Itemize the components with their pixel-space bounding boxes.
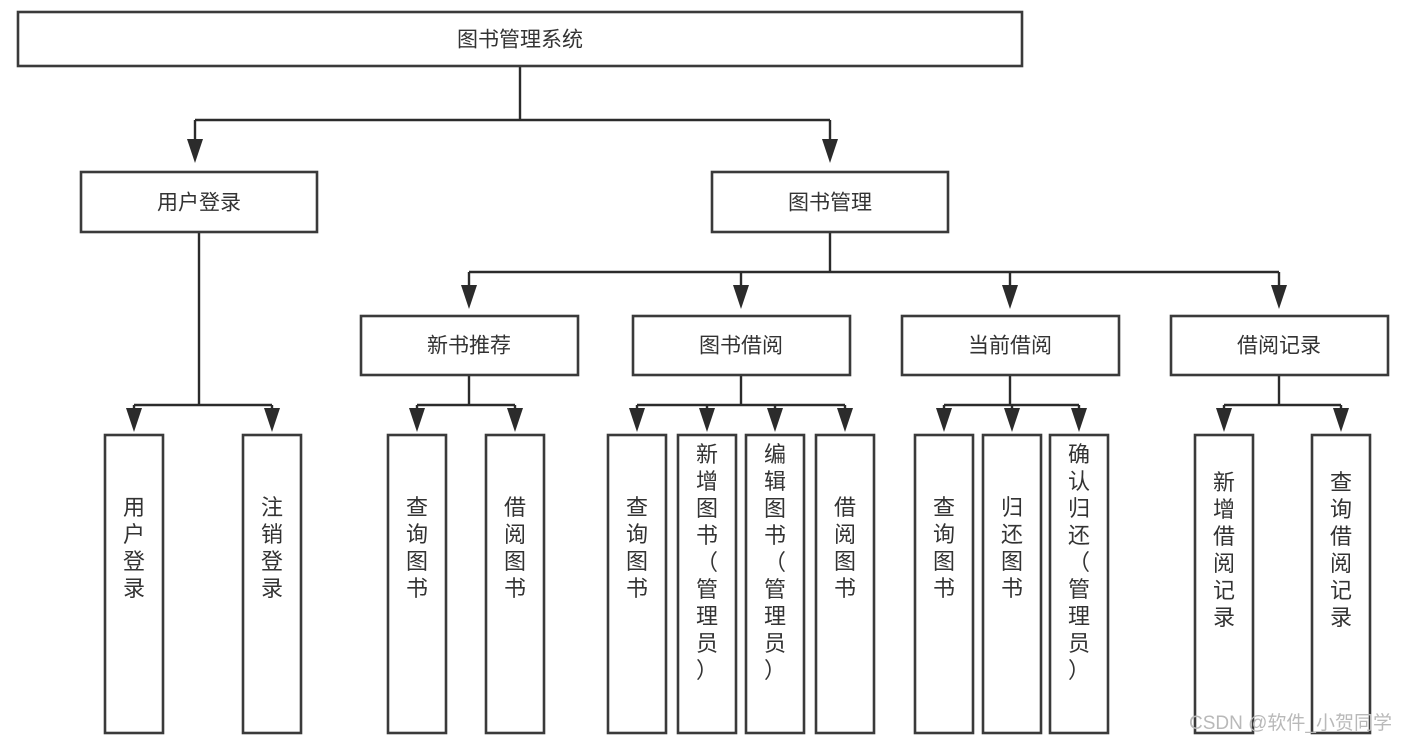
- arrow-current-borrow: [1002, 285, 1018, 309]
- node-leaf-borrow-add-label: 新增图书（管理员）: [696, 442, 718, 683]
- node-current-borrow[interactable]: 当前借阅: [900, 314, 1121, 377]
- arrow-book-manage: [822, 139, 838, 163]
- node-root-label: 图书管理系统: [457, 29, 583, 52]
- node-current-borrow-box[interactable]: [900, 314, 1121, 377]
- node-leaf-rec-query[interactable]: 查询图书: [386, 433, 448, 735]
- node-leaf-borrow-add-box[interactable]: [676, 433, 738, 735]
- node-user-login-box[interactable]: [79, 170, 319, 234]
- arrow-leaf-rec-query: [409, 408, 425, 432]
- node-leaf-rec-query-label: 查询图书: [406, 495, 428, 601]
- node-book-borrow-box[interactable]: [631, 314, 852, 377]
- node-borrow-record-box[interactable]: [1169, 314, 1390, 377]
- node-leaf-rec-borrow[interactable]: 借阅图书: [484, 433, 546, 735]
- node-user-login[interactable]: 用户登录: [79, 170, 319, 234]
- arrow-new-book-rec: [461, 285, 477, 309]
- node-leaf-rec-search[interactable]: 查询借阅记录: [1310, 433, 1372, 735]
- node-new-book-rec-label: 新书推荐: [427, 335, 511, 358]
- node-leaf-cur-query-label: 查询图书: [933, 495, 955, 601]
- csdn-watermark: CSDN @软件_小贺同学: [1189, 712, 1392, 734]
- node-leaf-borrow-query-box[interactable]: [606, 433, 668, 735]
- arrow-leaf-cur-confirm: [1071, 408, 1087, 432]
- arrow-leaf-user-logout: [264, 408, 280, 432]
- node-leaf-borrow-lend-box[interactable]: [814, 433, 876, 735]
- node-leaf-cur-return-label: 归还图书: [1001, 495, 1023, 601]
- node-leaf-borrow-edit[interactable]: 编辑图书（管理员）: [744, 433, 806, 735]
- node-book-borrow-label: 图书借阅: [699, 335, 783, 358]
- node-leaf-user-login[interactable]: 用户登录: [103, 433, 165, 735]
- arrow-leaf-borrow-add: [699, 408, 715, 432]
- node-leaf-cur-return[interactable]: 归还图书: [981, 433, 1043, 735]
- node-leaf-rec-query-box[interactable]: [386, 433, 448, 735]
- node-leaf-cur-return-box[interactable]: [981, 433, 1043, 735]
- node-leaf-borrow-query-label: 查询图书: [626, 495, 648, 601]
- arrow-leaf-cur-query: [936, 408, 952, 432]
- node-leaf-rec-borrow-label: 借阅图书: [504, 495, 526, 601]
- node-leaf-rec-search-box[interactable]: [1310, 433, 1372, 735]
- arrow-leaf-rec-borrow: [507, 408, 523, 432]
- node-borrow-record-label: 借阅记录: [1237, 335, 1321, 358]
- arrow-leaf-rec-search: [1333, 408, 1349, 432]
- arrow-borrow-record: [1271, 285, 1287, 309]
- node-leaf-user-logout[interactable]: 注销登录: [241, 433, 303, 735]
- node-leaf-user-logout-box[interactable]: [241, 433, 303, 735]
- node-leaf-borrow-edit-box[interactable]: [744, 433, 806, 735]
- node-leaf-cur-query-box[interactable]: [913, 433, 975, 735]
- connector-layer: [126, 66, 1349, 432]
- arrow-leaf-user-login: [126, 408, 142, 432]
- node-book-manage-label: 图书管理: [788, 192, 872, 215]
- node-borrow-record[interactable]: 借阅记录: [1169, 314, 1390, 377]
- node-leaf-user-login-label: 用户登录: [123, 495, 145, 601]
- node-user-login-label: 用户登录: [157, 192, 241, 215]
- arrow-book-borrow: [733, 285, 749, 309]
- node-current-borrow-label: 当前借阅: [968, 335, 1052, 358]
- node-leaf-cur-confirm-box[interactable]: [1048, 433, 1110, 735]
- node-leaf-user-logout-label: 注销登录: [261, 495, 283, 601]
- arrow-leaf-borrow-edit: [767, 408, 783, 432]
- node-root[interactable]: 图书管理系统: [16, 10, 1024, 68]
- node-leaf-rec-add[interactable]: 新增借阅记录: [1193, 433, 1255, 735]
- node-leaf-rec-add-label: 新增借阅记录: [1213, 470, 1235, 630]
- node-book-manage-box[interactable]: [710, 170, 950, 234]
- node-root-box[interactable]: [16, 10, 1024, 68]
- node-leaf-rec-search-label: 查询借阅记录: [1330, 470, 1352, 630]
- node-book-manage[interactable]: 图书管理: [710, 170, 950, 234]
- node-leaf-cur-query[interactable]: 查询图书: [913, 433, 975, 735]
- node-leaf-cur-confirm[interactable]: 确认归还（管理员）: [1048, 433, 1110, 735]
- node-leaf-borrow-edit-label: 编辑图书（管理员）: [764, 442, 786, 683]
- node-leaf-cur-confirm-label: 确认归还（管理员）: [1068, 442, 1090, 683]
- node-leaf-user-login-box[interactable]: [103, 433, 165, 735]
- node-new-book-rec-box[interactable]: [359, 314, 580, 377]
- arrow-leaf-borrow-query: [629, 408, 645, 432]
- node-leaf-borrow-add[interactable]: 新增图书（管理员）: [676, 433, 738, 735]
- arrow-leaf-cur-return: [1004, 408, 1020, 432]
- arrow-user-login: [187, 139, 203, 163]
- node-leaf-borrow-query[interactable]: 查询图书: [606, 433, 668, 735]
- node-book-borrow[interactable]: 图书借阅: [631, 314, 852, 377]
- arrow-leaf-rec-add: [1216, 408, 1232, 432]
- node-new-book-rec[interactable]: 新书推荐: [359, 314, 580, 377]
- node-leaf-rec-add-box[interactable]: [1193, 433, 1255, 735]
- node-leaf-borrow-lend[interactable]: 借阅图书: [814, 433, 876, 735]
- node-leaf-rec-borrow-box[interactable]: [484, 433, 546, 735]
- node-leaf-borrow-lend-label: 借阅图书: [834, 495, 856, 601]
- arrow-leaf-borrow-lend: [837, 408, 853, 432]
